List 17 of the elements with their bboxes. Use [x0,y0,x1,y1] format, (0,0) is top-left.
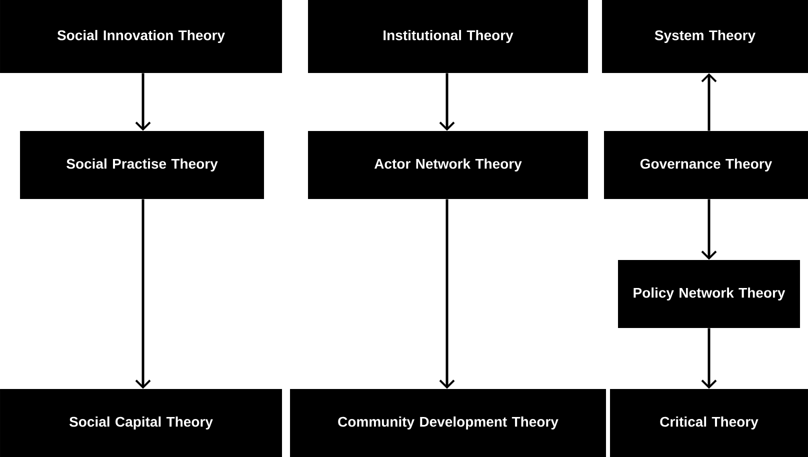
arrow [701,328,717,389]
theory-box: Social Practise Theory [20,131,264,199]
theory-box: Community Development Theory [290,388,606,457]
theory-box: Social Capital Theory [0,388,282,457]
theory-box: Social Innovation Theory [0,0,282,73]
arrow [701,199,717,260]
arrow [439,73,455,131]
theory-box: Critical Theory [610,388,808,457]
arrow [135,199,151,389]
arrow [135,73,151,131]
arrow [439,199,455,389]
theory-box: Governance Theory [604,131,808,199]
theory-box: Institutional Theory [308,0,588,73]
theory-box: Policy Network Theory [618,260,800,328]
arrow [701,73,717,131]
theory-box: Actor Network Theory [308,131,588,199]
theory-box: System Theory [602,0,808,73]
